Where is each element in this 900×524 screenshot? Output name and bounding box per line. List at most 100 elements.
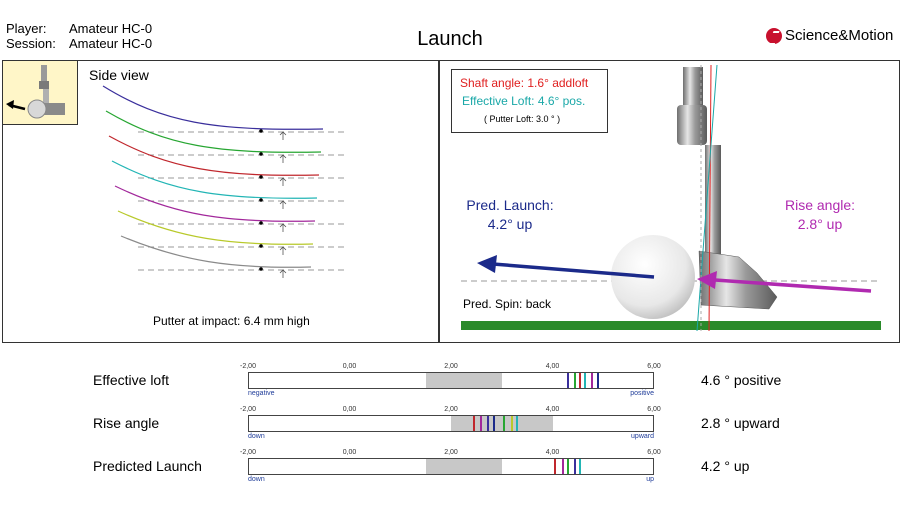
value-mark	[503, 416, 506, 431]
logo-text: Science&Motion	[785, 27, 894, 44]
axis-tick-label: 2,00	[444, 449, 458, 456]
bar-row-value: 4.6 ° positive	[701, 372, 782, 388]
axis-tick-label: 6,00	[647, 406, 661, 413]
face-view-illustration	[461, 64, 881, 332]
axis-tick-label: 4,00	[545, 406, 560, 413]
session-label: Session:	[6, 36, 56, 51]
impact-arrow-icon	[279, 223, 287, 232]
axis-tick-label: 0,00	[342, 363, 357, 370]
impact-arrow-icon	[279, 200, 287, 209]
side-view-panel: Side view Putter at impact: 6.4 mm high	[2, 60, 440, 343]
value-mark	[597, 373, 600, 388]
impact-arrow-icon	[279, 154, 287, 163]
player-value: Amateur HC-0	[69, 21, 153, 36]
pred-launch-value: 4.2° up	[487, 216, 533, 232]
launch-arrow	[492, 262, 655, 279]
putter-neck	[705, 145, 721, 255]
axis-tick-label: 2,00	[444, 406, 458, 413]
impact-dot	[259, 221, 263, 225]
trace-curve	[108, 135, 320, 176]
green-ground	[461, 321, 881, 330]
value-mark	[566, 459, 569, 474]
bar-row-value: 2.8 ° upward	[701, 415, 780, 431]
shaft-angle-line	[708, 64, 712, 332]
axis-tick-label: 0,00	[342, 449, 357, 456]
player-label: Player:	[6, 21, 47, 36]
shaft-angle-text: Shaft angle: 1.6° addloft	[460, 76, 589, 90]
impact-dot	[259, 152, 263, 156]
rise-angle-readout: Rise angle: 2.8° up	[775, 197, 865, 232]
putter-shaft	[683, 67, 703, 107]
side-view-traces	[102, 85, 346, 278]
value-mark	[510, 416, 513, 431]
trace-curve	[105, 110, 322, 153]
bar-right-label: positive	[630, 390, 654, 397]
brand-logo: Science&Motion	[766, 27, 893, 44]
bar-right-label: upward	[631, 433, 654, 440]
page-title: Launch	[417, 28, 483, 50]
value-mark	[579, 459, 582, 474]
value-mark	[480, 416, 483, 431]
value-mark	[574, 459, 577, 474]
trace-curve	[102, 85, 324, 130]
axis-tick-label: -2,00	[240, 363, 256, 370]
bar-right-label: up	[646, 476, 654, 483]
impact-dot	[259, 267, 263, 271]
impact-dot	[259, 129, 263, 133]
pred-spin-text: Pred. Spin: back	[463, 297, 552, 311]
launch-arrowhead	[477, 255, 497, 273]
axis-tick-label: 0,00	[342, 406, 357, 413]
bar-left-label: down	[248, 476, 265, 483]
normal-range-band	[425, 373, 502, 388]
rise-arrowhead	[697, 271, 717, 289]
bar-row-label: Effective loft	[93, 372, 170, 388]
impact-arrow-icon	[279, 131, 287, 140]
axis-tick-label: 2,00	[444, 363, 458, 370]
bar-row-label: Rise angle	[93, 415, 160, 431]
impact-value: 6.4 mm high	[243, 314, 310, 328]
putter-thumbnail-icon	[6, 65, 65, 119]
putter-hosel	[677, 105, 707, 145]
value-mark	[493, 416, 496, 431]
rise-arrow	[714, 278, 872, 293]
axis-tick-label: 4,00	[545, 449, 560, 456]
value-mark	[566, 373, 569, 388]
impact-readout: Putter at impact: 6.4 mm high	[153, 314, 310, 328]
impact-dot	[259, 244, 263, 248]
putter-thumbnail	[3, 61, 78, 125]
bar-row-value: 4.2 ° up	[701, 458, 750, 474]
effective-loft-text: Effective Loft: 4.6° pos.	[462, 94, 586, 108]
value-mark	[561, 459, 564, 474]
loft-info-box: Shaft angle: 1.6° addloft Effective Loft…	[451, 69, 608, 133]
pred-launch-readout: Pred. Launch: 4.2° up	[465, 197, 555, 232]
pred-launch-label: Pred. Launch:	[466, 197, 554, 213]
impact-arrow-icon	[279, 246, 287, 255]
value-mark	[472, 416, 475, 431]
value-mark	[584, 373, 587, 388]
impact-dot	[259, 198, 263, 202]
side-view-title: Side view	[89, 67, 149, 83]
trace-curve	[114, 185, 316, 222]
axis-tick-label: 6,00	[647, 363, 661, 370]
axis-tick-label: -2,00	[240, 449, 256, 456]
bar-row-label: Predicted Launch	[93, 458, 202, 474]
trace-curve	[117, 210, 314, 245]
logo-icon	[766, 27, 782, 44]
bar-left-label: negative	[248, 390, 275, 397]
impact-dot	[259, 175, 263, 179]
value-mark	[486, 416, 489, 431]
trace-curve	[111, 160, 318, 199]
normal-range-band	[451, 416, 553, 431]
value-mark	[515, 416, 518, 431]
putter-loft-text: ( Putter Loft: 3.0 ° )	[484, 114, 561, 124]
rise-angle-label: Rise angle:	[784, 197, 856, 213]
axis-tick-label: -2,00	[240, 406, 256, 413]
axis-tick-label: 6,00	[647, 449, 661, 456]
value-mark	[579, 373, 582, 388]
impact-arrow-icon	[279, 269, 287, 278]
value-mark	[554, 459, 557, 474]
normal-range-band	[425, 459, 502, 474]
value-mark	[574, 373, 577, 388]
impact-arrow-icon	[279, 177, 287, 186]
session-value: Amateur HC-0	[69, 36, 153, 51]
